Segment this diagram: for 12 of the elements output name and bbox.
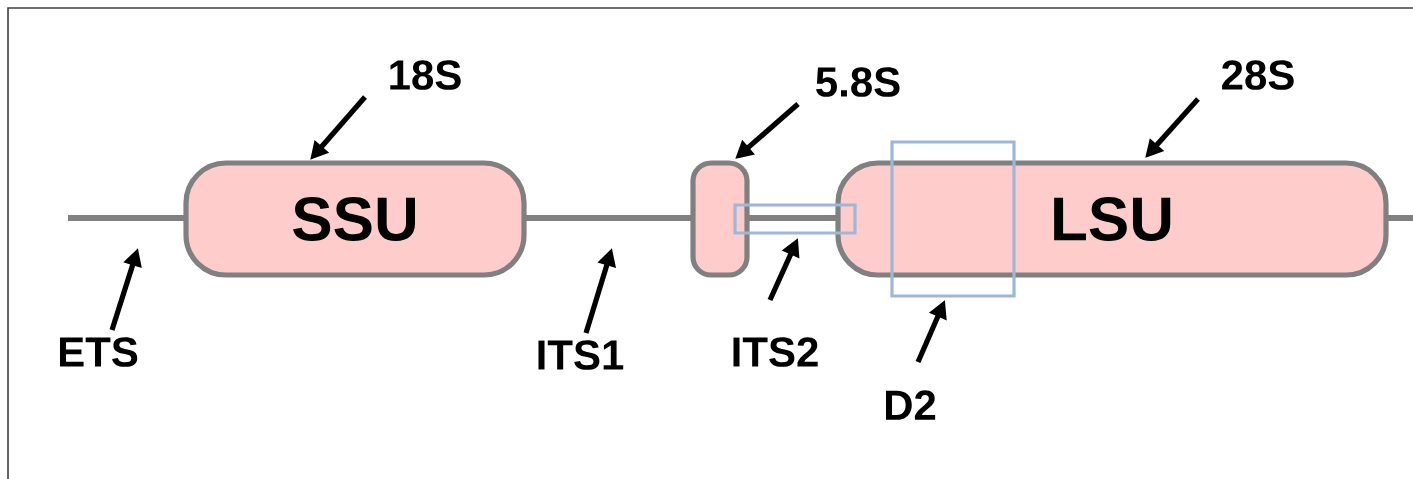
- region-frame: [733, 203, 857, 235]
- rrna-segment-box: [690, 160, 750, 278]
- region-label: 28S: [1222, 60, 1294, 90]
- rrna-segment-box: SSU: [183, 160, 527, 278]
- region-frame: [890, 140, 1016, 298]
- region-label: ITS1: [538, 340, 624, 370]
- region-label: ITS2: [733, 337, 818, 367]
- region-label: 18S: [390, 60, 461, 90]
- region-label: 5.8S: [816, 67, 900, 97]
- region-label: D2: [886, 390, 936, 420]
- region-label: ETS: [60, 337, 138, 367]
- rrna-segment-box: LSU: [835, 160, 1389, 278]
